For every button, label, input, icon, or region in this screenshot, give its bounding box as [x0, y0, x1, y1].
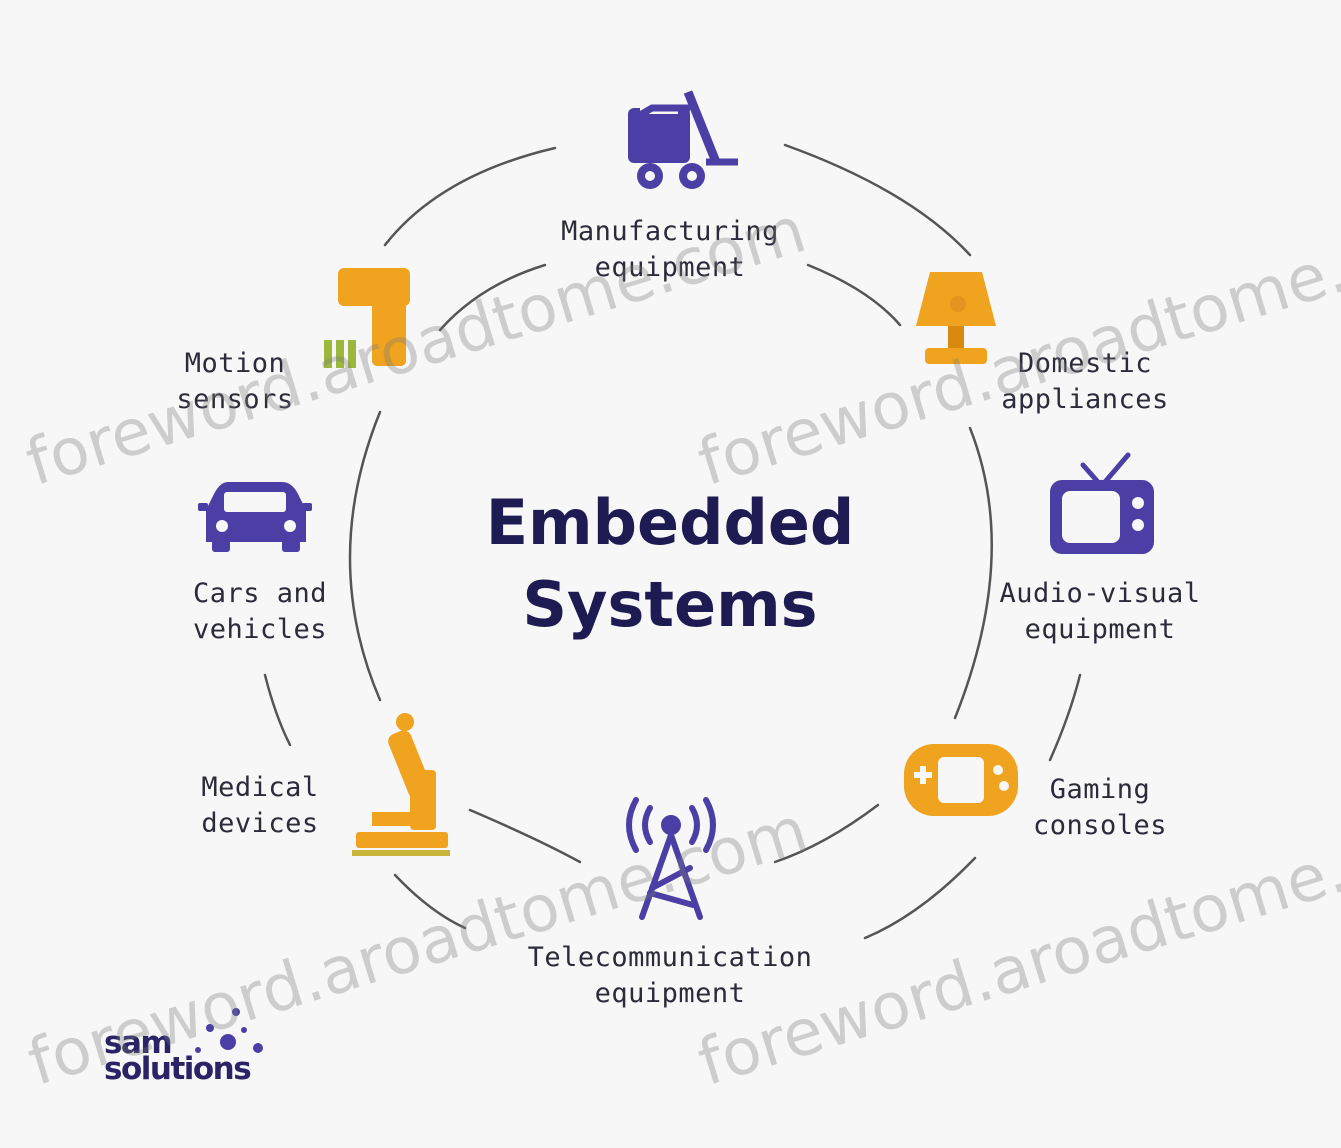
label-domestic: Domestic appliances	[980, 346, 1190, 418]
car-icon	[198, 482, 312, 552]
arc-inner-top-right	[806, 263, 902, 327]
label-medical-line2: devices	[201, 808, 319, 839]
label-cars: Cars and vehicles	[170, 576, 350, 648]
title-line-2: Systems	[522, 568, 818, 641]
arc-inner-top-left	[438, 263, 547, 332]
label-motion-line2: sensors	[176, 384, 294, 415]
arc-right	[953, 426, 993, 720]
label-gaming: Gaming consoles	[1015, 772, 1185, 844]
label-telecom-line2: equipment	[594, 978, 746, 1009]
label-medical: Medical devices	[175, 770, 345, 842]
arc-av-gaming	[1048, 673, 1082, 762]
antenna-tower-icon	[626, 797, 716, 920]
arc-left	[348, 410, 382, 702]
gamepad-icon	[904, 744, 1018, 816]
diagram-title: Embedded Systems	[470, 482, 870, 646]
label-audiovisual: Audio-visual equipment	[975, 576, 1225, 648]
label-telecom: Telecommunication equipment	[500, 940, 840, 1012]
label-audiovisual-line2: equipment	[1024, 614, 1176, 645]
label-manufacturing-line1: Manufacturing	[561, 216, 779, 247]
arc-bottom-right	[863, 856, 977, 940]
label-gaming-line2: consoles	[1032, 810, 1168, 841]
label-motion-line1: Motion	[184, 348, 286, 379]
microscope-icon	[352, 713, 450, 856]
arc-gaming-telecom	[773, 803, 880, 864]
lamp-icon	[916, 272, 996, 364]
motion-sensor-icon	[324, 268, 410, 368]
label-manufacturing: Manufacturing equipment	[520, 214, 820, 286]
arc-medical-telecom	[468, 808, 582, 864]
label-domestic-line1: Domestic	[1017, 348, 1153, 379]
label-motion: Motion sensors	[155, 346, 315, 418]
label-manufacturing-line2: equipment	[594, 252, 746, 283]
connector-arcs	[263, 143, 1082, 940]
label-audiovisual-line1: Audio-visual	[999, 578, 1201, 609]
title-line-1: Embedded	[485, 486, 855, 559]
label-medical-line1: Medical	[201, 772, 319, 803]
sam-solutions-logo: sam solutions	[104, 1025, 252, 1087]
label-cars-line1: Cars and	[192, 578, 328, 609]
arc-bottom-left	[393, 873, 467, 930]
label-telecom-line1: Telecommunication	[527, 942, 813, 973]
logo-mark	[195, 1008, 263, 1053]
arc-outer-top-left	[383, 146, 557, 247]
tv-icon	[1050, 452, 1154, 554]
arc-car-medical	[263, 673, 292, 747]
forklift-icon	[628, 90, 738, 189]
label-gaming-line1: Gaming	[1049, 774, 1151, 805]
arc-outer-top-right	[783, 143, 972, 257]
logo-line-2: solutions	[104, 1051, 252, 1087]
logo-line-1: sam	[104, 1025, 173, 1061]
label-cars-line2: vehicles	[192, 614, 328, 645]
label-domestic-line2: appliances	[1001, 384, 1169, 415]
